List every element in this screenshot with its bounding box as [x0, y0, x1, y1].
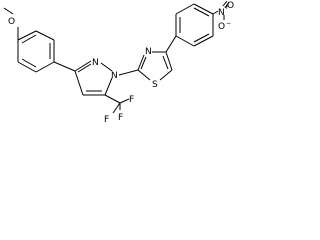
pyrazole-ring: [74, 60, 113, 96]
pyrazole-n2-label: N: [92, 58, 99, 68]
nitro-minus-charge: −: [226, 20, 231, 27]
nitro-oxygen-top-label: O: [227, 1, 234, 11]
nitro-plus-charge: +: [224, 4, 229, 11]
fluorine-left-label: F: [104, 115, 109, 125]
nitro-group: [212, 0, 230, 20]
methyl-bond: [3, 7, 14, 15]
fluorine-right-label: F: [129, 95, 134, 105]
methoxy-group: [3, 7, 19, 40]
nitro-oxygen-bottom-label: O: [218, 22, 225, 32]
nitro-nitrogen-label: N: [218, 8, 225, 18]
structure-diagram: O N N: [0, 0, 235, 131]
pyrazole-thiazole-bond: [118, 69, 139, 76]
thiazole-s-label: S: [152, 80, 158, 90]
thiazole-n-label: N: [145, 47, 152, 57]
fluorine-bottom-label: F: [118, 113, 123, 123]
anisole-ring: [17, 30, 55, 73]
molecule-structure: O N N: [3, 0, 234, 125]
aryl-pyrazole-bond: [53, 61, 76, 72]
methoxy-oxygen-label: O: [8, 17, 15, 27]
pyrazole-n1-label: N: [111, 71, 118, 81]
nitrophenyl-ring: [175, 3, 214, 47]
thiazole-ring: [137, 51, 173, 81]
thiazole-aryl-bond: [165, 35, 177, 53]
trifluoromethyl-group: [104, 94, 130, 114]
